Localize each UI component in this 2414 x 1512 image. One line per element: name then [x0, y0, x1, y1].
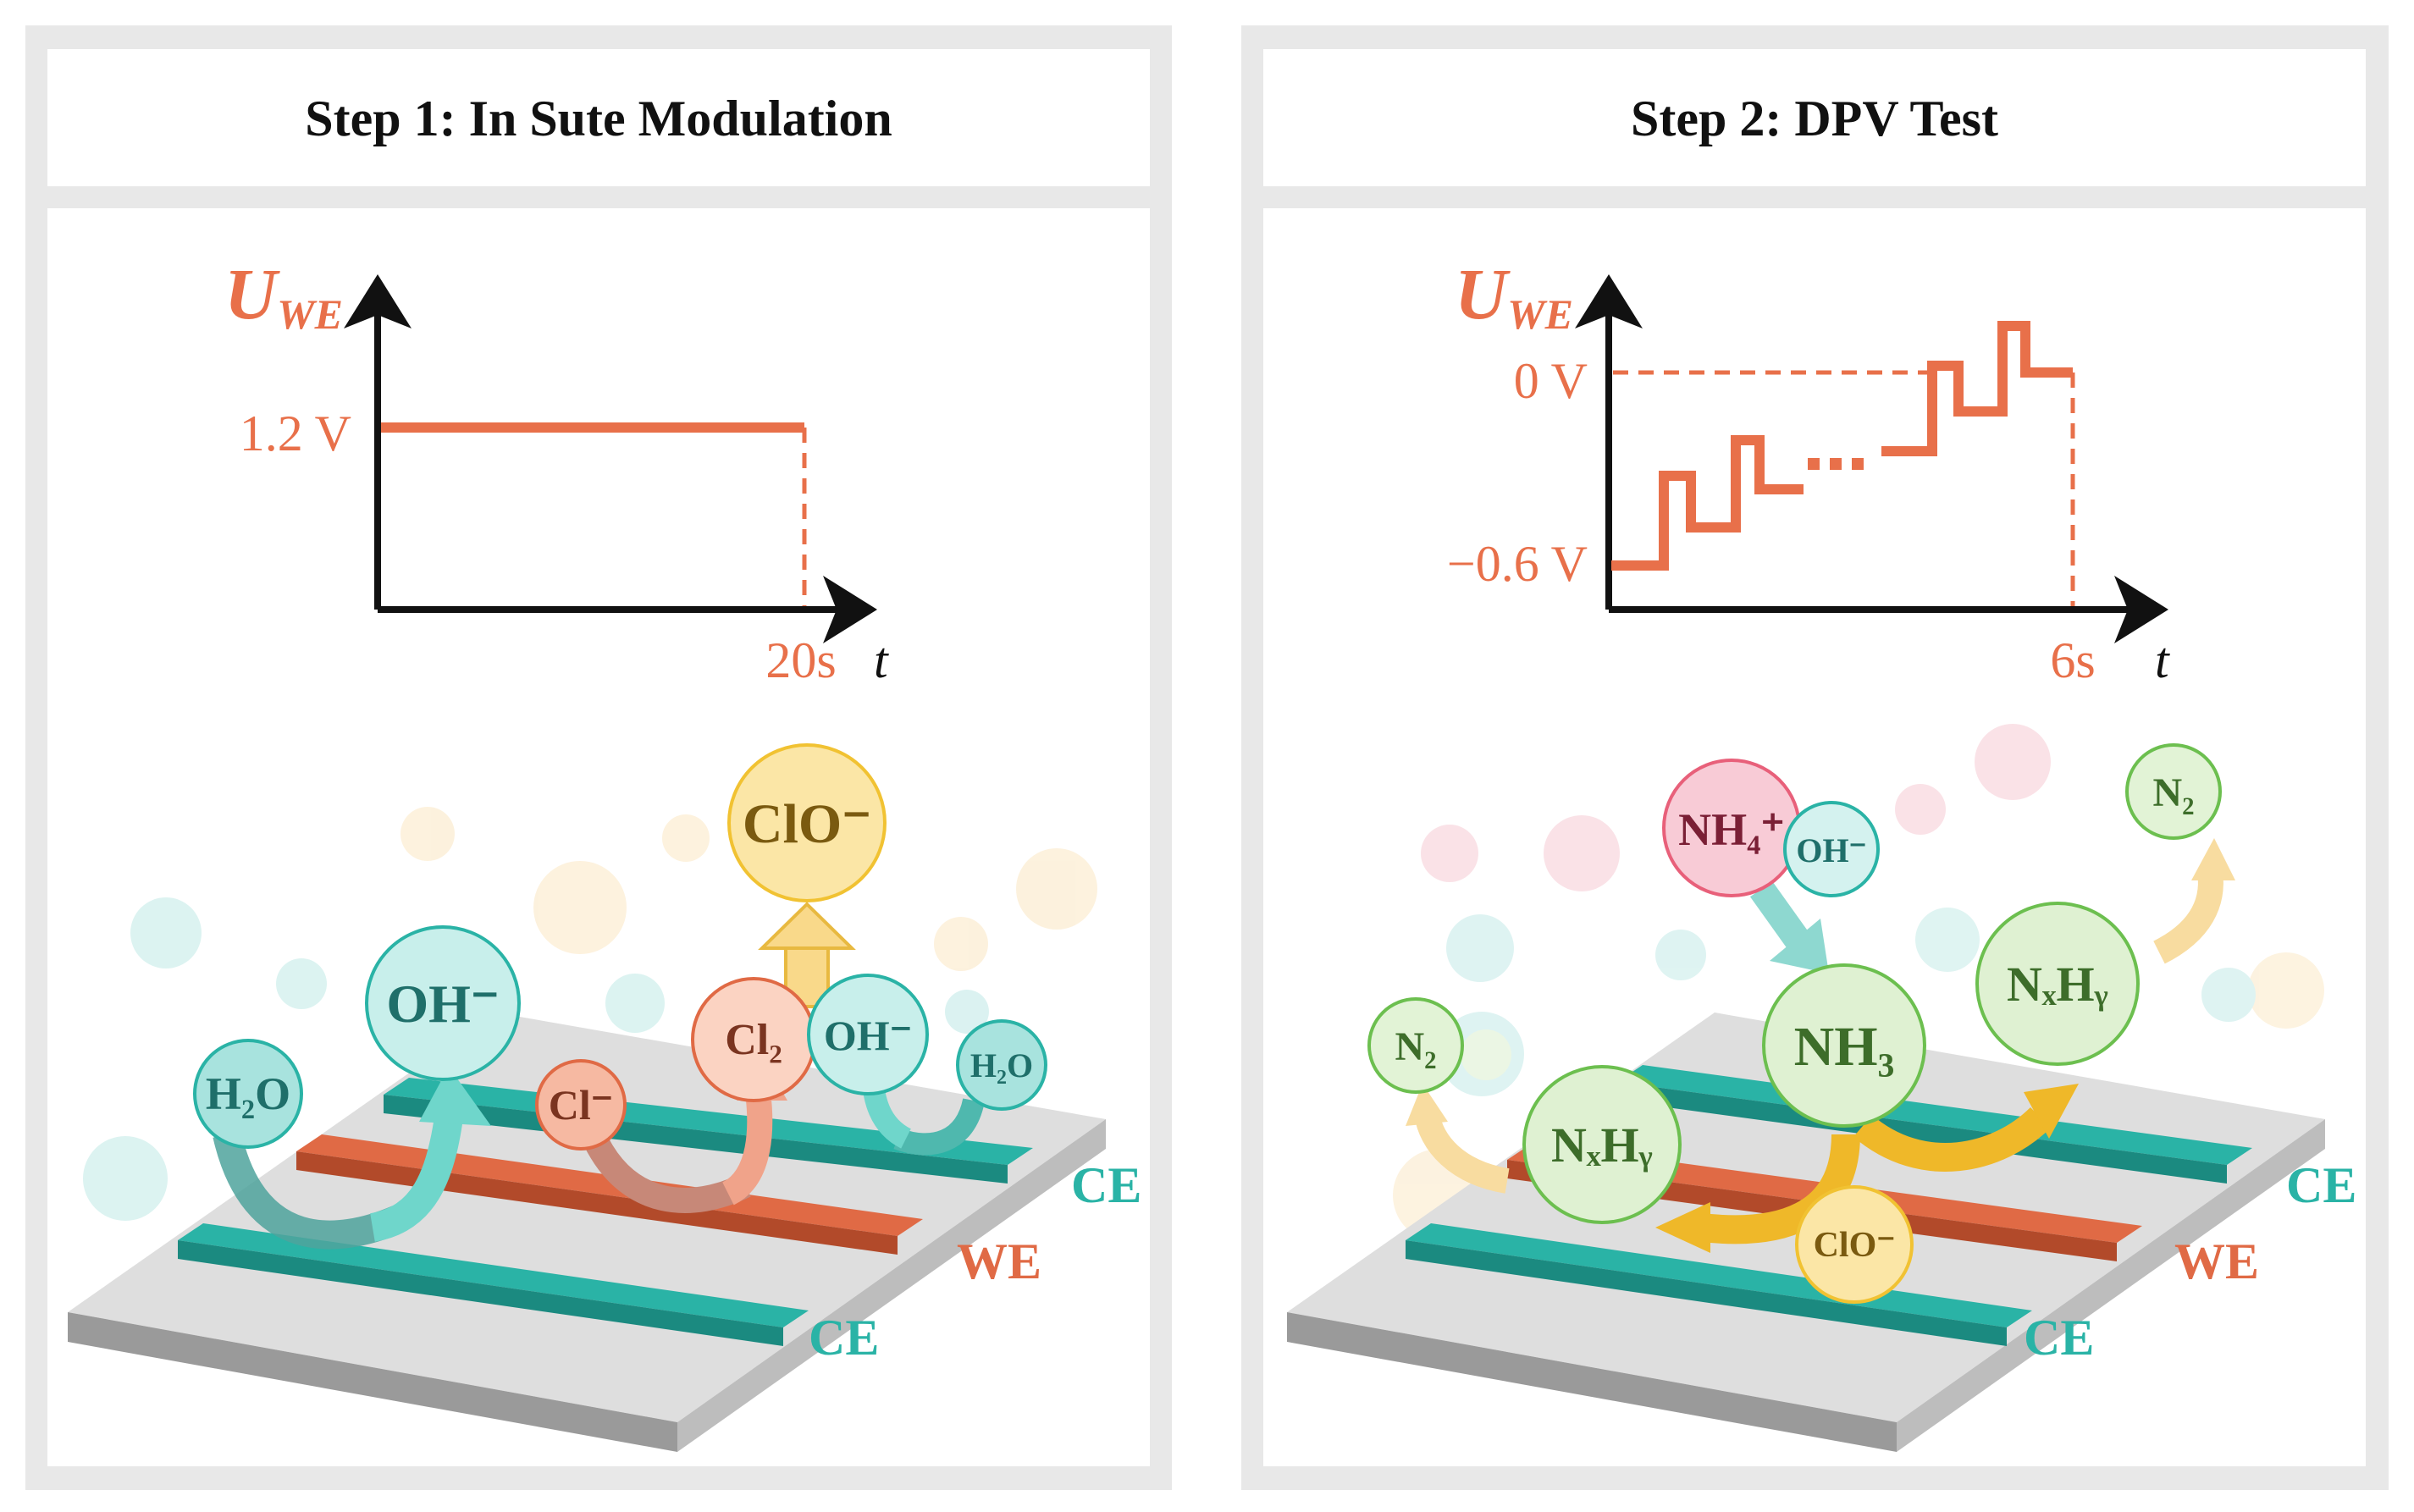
svg-text:OH⁻: OH⁻ — [386, 974, 499, 1034]
x-axis-label: t — [874, 632, 889, 688]
svg-text:OH⁻: OH⁻ — [824, 1012, 912, 1059]
svg-text:H₂O: H₂O — [206, 1068, 290, 1119]
title-box — [47, 49, 1150, 186]
ce-label-bottom: CE — [809, 1310, 879, 1366]
species-clo: ClO⁻ — [727, 743, 887, 902]
species-oh-big: OH⁻ — [365, 925, 521, 1081]
svg-text:H₂O: H₂O — [970, 1046, 1033, 1084]
panel-title: Step 1: In Sute Modulation — [305, 91, 892, 146]
panel-step2: Step 2: DPV Test UWE 0 V −0.6 V 6s t — [1241, 25, 2389, 1490]
y-tick-label: 1.2 V — [240, 406, 351, 461]
panel-title: Step 2: DPV Test — [1631, 91, 1998, 146]
arrow-cl-down — [581, 1128, 751, 1213]
arrow-nh4-down — [1749, 880, 1815, 957]
arrow-nh3-right — [1853, 1106, 2052, 1172]
species-h2o-a: H₂O — [193, 1039, 303, 1149]
svg-text:NₓHᵧ: NₓHᵧ — [1551, 1117, 1653, 1173]
x-tick-label: 20s — [765, 632, 836, 688]
svg-text:OH⁻: OH⁻ — [1796, 831, 1866, 869]
y-tick-label-0v: 0 V — [1514, 353, 1588, 409]
arrow-nh3-left — [1700, 1134, 1860, 1244]
reaction-arrows — [1406, 838, 2235, 1253]
arrow-to-n2-top — [2152, 869, 2223, 964]
we-label: WE — [957, 1233, 1041, 1289]
svg-text:ClO⁻: ClO⁻ — [1814, 1226, 1896, 1265]
x-axis-label: t — [2155, 632, 2170, 688]
species-oh: OH⁻ — [1783, 801, 1880, 897]
species-nh4: NH₄⁺ — [1662, 759, 1801, 897]
svg-text:NH₃: NH₃ — [1794, 1016, 1895, 1078]
ce-strip-bottom — [1406, 1223, 2032, 1327]
ce-label-top: CE — [2286, 1157, 2356, 1213]
svg-text:N₂: N₂ — [1395, 1024, 1436, 1069]
species-nxhy-right: NₓHᵧ — [1975, 902, 2140, 1066]
arrow-h2o-b — [893, 1097, 985, 1156]
svg-text:NₓHᵧ: NₓHᵧ — [2007, 957, 2108, 1012]
svg-text:Cl₂: Cl₂ — [725, 1016, 782, 1064]
svg-text:N₂: N₂ — [2152, 770, 2194, 815]
panel-step1: Step 1: In Sute Modulation UWE 1.2 V 20s… — [25, 25, 1172, 1490]
species-nh3: NH₃ — [1762, 963, 1926, 1128]
arrow-cl2-up — [721, 1090, 773, 1206]
series-line-start — [1611, 435, 1804, 571]
species-clo: ClO⁻ — [1795, 1185, 1914, 1304]
species-cl-minus: Cl⁻ — [535, 1059, 627, 1151]
voltage-chart: UWE 0 V −0.6 V 6s t — [1447, 253, 2170, 688]
title-box — [1263, 49, 2366, 186]
ce-label-bottom: CE — [2024, 1310, 2094, 1366]
arrow-cl2-clo-head — [758, 902, 856, 950]
voltage-chart: UWE 1.2 V 20s t — [224, 253, 889, 688]
svg-text:NH₄⁺: NH₄⁺ — [1678, 804, 1785, 855]
species-n2-left: N₂ — [1367, 997, 1464, 1094]
species-n2-top: N₂ — [2125, 743, 2222, 840]
ce-strip-bottom — [178, 1223, 809, 1327]
y-tick-label-neg: −0.6 V — [1447, 536, 1588, 592]
arrow-oh-up — [369, 1115, 463, 1242]
series-line-end — [1881, 321, 2073, 456]
svg-text:ClO⁻: ClO⁻ — [743, 793, 871, 855]
y-axis-label: UWE — [1455, 253, 1573, 338]
species-nxhy-left: NₓHᵧ — [1522, 1065, 1682, 1224]
we-label: WE — [2174, 1233, 2259, 1289]
x-tick-label: 6s — [2050, 632, 2095, 688]
species-oh-small: OH⁻ — [807, 974, 929, 1095]
species-cl2: Cl₂ — [691, 977, 816, 1102]
y-axis-label: UWE — [224, 253, 343, 338]
ce-label-top: CE — [1071, 1157, 1141, 1213]
species-h2o-b: H₂O — [956, 1019, 1047, 1111]
svg-text:Cl⁻: Cl⁻ — [549, 1081, 613, 1128]
